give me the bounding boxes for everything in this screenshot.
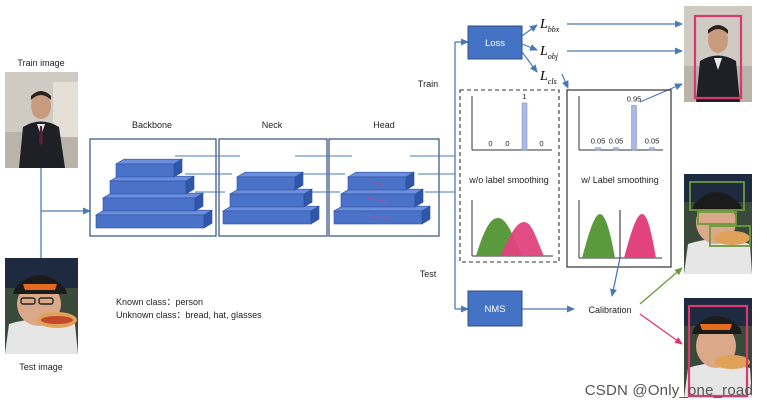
bar xyxy=(631,105,637,151)
wo-smoothing-panel xyxy=(459,89,560,263)
w-smoothing-label: w/ Label smoothing xyxy=(580,175,659,185)
block-front xyxy=(340,193,416,208)
block-side xyxy=(294,171,304,191)
test-image-label: Test image xyxy=(19,362,63,372)
bar-value-label: 0.05 xyxy=(645,137,660,146)
unknown-class-text: Unknown class：bread, hat, glasses xyxy=(116,310,262,320)
watermark: CSDN @Only_one_road xyxy=(584,382,753,399)
block-side xyxy=(203,209,213,229)
train-image-label: Train image xyxy=(17,58,64,68)
loss-box xyxy=(467,25,523,60)
head-marker xyxy=(364,214,392,220)
head-stack xyxy=(332,171,432,225)
head-label: Head xyxy=(373,120,395,130)
train-output-photo xyxy=(684,6,752,102)
block-top xyxy=(114,158,184,165)
block-top xyxy=(235,171,305,178)
bar xyxy=(521,102,528,151)
wo-smoothing-label: w/o label smoothing xyxy=(468,175,549,185)
w-pink-distribution xyxy=(624,214,656,258)
head-marker xyxy=(368,180,386,186)
block-side xyxy=(185,175,195,195)
block-side xyxy=(421,205,431,225)
block-front xyxy=(115,163,175,178)
unknown-output-photo xyxy=(684,174,752,274)
test-image-photo xyxy=(5,258,78,354)
block-front xyxy=(102,197,196,212)
block-side xyxy=(194,192,204,212)
bar xyxy=(595,147,601,151)
train-image-photo xyxy=(5,72,78,168)
bar-value-label: 0 xyxy=(488,139,492,148)
bar-value-label: 0 xyxy=(505,139,509,148)
bar xyxy=(649,147,655,151)
block-front xyxy=(95,214,205,229)
input-connector xyxy=(40,168,91,258)
bar-value-label: 0.95 xyxy=(627,94,642,103)
train-label: Train xyxy=(418,79,438,89)
stage-flow-lines xyxy=(175,155,455,193)
bar-value-label: 0.05 xyxy=(609,137,624,146)
block-front xyxy=(236,176,296,191)
block-front xyxy=(229,193,305,208)
w-distribution-plot xyxy=(578,200,662,259)
test-label: Test xyxy=(420,269,437,279)
loss-branches xyxy=(521,20,683,103)
bar-value-label: 1 xyxy=(522,92,526,101)
block-side xyxy=(173,158,183,178)
backbone-box xyxy=(89,138,217,237)
to-unknown-arrow xyxy=(639,267,683,305)
block-front xyxy=(333,210,423,225)
w-smoothing-panel xyxy=(566,89,672,268)
block-front xyxy=(222,210,312,225)
known-output-photo xyxy=(684,298,752,398)
head-marker xyxy=(366,197,390,203)
block-side xyxy=(414,188,424,208)
smoothing-to-calibration-arrow xyxy=(610,257,621,297)
block-side xyxy=(310,205,320,225)
neck-stack xyxy=(221,171,321,225)
loss-obj: Lobj xyxy=(539,44,559,61)
wo-distribution-plot xyxy=(471,200,553,257)
loss-label: Loss xyxy=(485,38,505,49)
bar xyxy=(613,147,619,151)
loss-bbx: Lbbx xyxy=(539,17,560,34)
backbone-stack xyxy=(94,158,214,229)
block-side xyxy=(405,171,415,191)
head-box xyxy=(328,138,440,237)
neck-label: Neck xyxy=(262,120,283,130)
neck-box xyxy=(218,138,328,237)
nms-label: NMS xyxy=(484,304,505,315)
w-green-distribution xyxy=(582,214,615,258)
bar-value-label: 0.05 xyxy=(591,137,606,146)
known-class-text: Known class：person xyxy=(116,297,203,307)
block-side xyxy=(303,188,313,208)
backbone-label: Backbone xyxy=(132,120,172,130)
wo-pink-distribution xyxy=(500,222,544,256)
block-front xyxy=(347,176,407,191)
wo-smoothing-chart: 0 0 1 0 xyxy=(471,92,552,151)
to-known-arrow xyxy=(639,313,683,345)
block-front xyxy=(109,180,187,195)
bar-value-label: 0 xyxy=(539,139,543,148)
calibration-label: Calibration xyxy=(588,305,631,315)
block-top xyxy=(346,171,416,178)
loss-cls: Lcls xyxy=(539,69,557,86)
layer-stacks xyxy=(94,158,432,229)
